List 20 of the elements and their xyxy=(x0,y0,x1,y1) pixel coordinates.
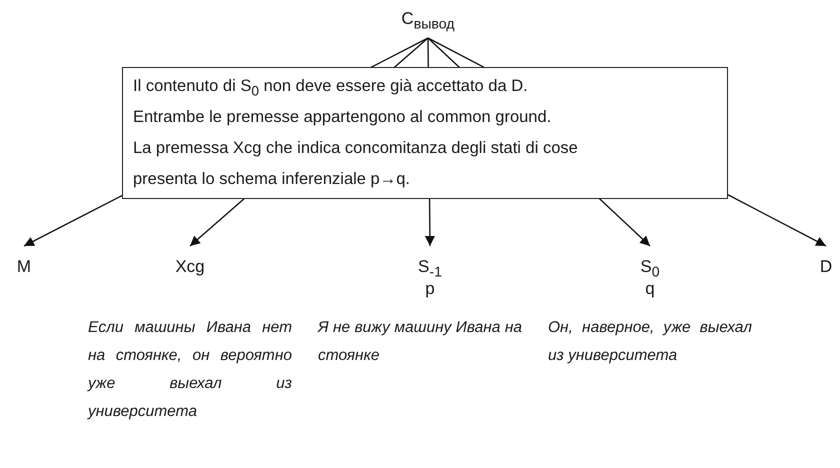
arrow xyxy=(598,198,650,246)
condition-text: La premessa Xcg che indica concomitanza degli stati di cose presenta lo schema inferenziale p→q. xyxy=(133,138,579,190)
node-label: S$_{0}$ xyxy=(639,256,661,278)
example-sentence: Если машины Ивана нет на стоянке, он вероятно уже выехал из университета xyxy=(88,318,292,422)
node-label: D xyxy=(818,256,834,278)
condition-text: Entrambe le premesse appartengono al common ground. xyxy=(133,107,552,128)
condition-text-box xyxy=(122,67,728,199)
arrow xyxy=(727,194,826,247)
conclusion-label: C$_{вывод}$ xyxy=(400,8,456,30)
arrow xyxy=(190,198,245,246)
node-label: Xcg xyxy=(174,256,206,278)
arrow xyxy=(424,198,435,246)
node-label: S$_{-1}$ xyxy=(417,256,443,278)
example-sentence: Я не вижу машину Ивана на стоянке xyxy=(318,318,522,366)
node-label: M xyxy=(16,256,32,278)
arrow xyxy=(24,194,123,247)
node-label: p xyxy=(424,278,436,300)
condition-text: Il contenuto di S$_{0}$ non deve essere già accettato da D. xyxy=(133,76,529,100)
example-sentence: Он, наверное, уже выехал из университета xyxy=(548,318,752,366)
node-label: q xyxy=(644,278,656,300)
